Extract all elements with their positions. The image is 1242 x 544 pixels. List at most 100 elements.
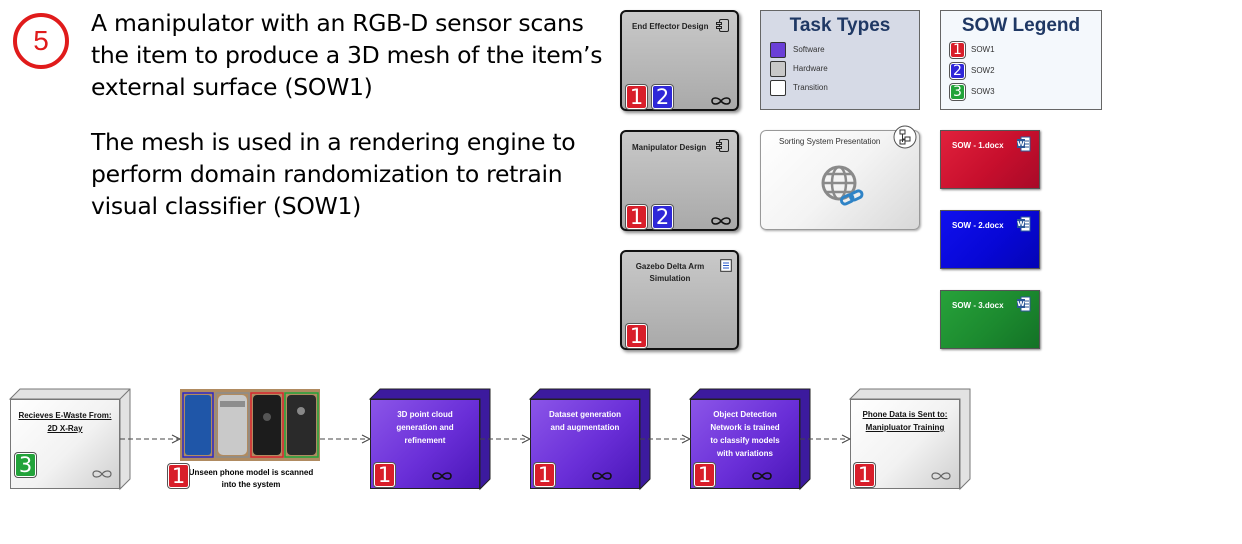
sow-badge-1: 1	[950, 41, 965, 58]
arrow-head	[841, 434, 852, 444]
sow-badge-1: 1	[626, 324, 647, 348]
svg-text:W: W	[1017, 140, 1025, 148]
arrow-head	[521, 434, 532, 444]
document-sow3[interactable]: SOW - 3.docx W	[940, 290, 1040, 349]
node-title-line: Object Detection	[713, 410, 777, 419]
sow-badge-2: 2	[652, 85, 673, 109]
link-infinity-icon	[592, 472, 612, 480]
component-manipulator-design[interactable]: Manipulator Design 1 2	[620, 130, 739, 231]
svg-text:W: W	[1017, 220, 1025, 228]
presentation-title: Sorting System Presentation	[779, 137, 881, 146]
component-gazebo-delta-arm-simulation[interactable]: Gazebo Delta Arm Simulation 1	[620, 250, 739, 350]
process-node-receive-ewaste[interactable]: Recieves E-Waste From: 2D X-Ray 3	[8, 388, 131, 491]
hardware-swatch	[770, 60, 786, 77]
paragraph2-line: visual classifier (SOW1)	[91, 192, 361, 220]
legend-label: SOW2	[971, 66, 995, 75]
image-caption: Unseen phone model is scanned into the s…	[186, 467, 316, 491]
document-label: SOW - 1.docx	[952, 141, 1004, 150]
legend-label: Transition	[793, 83, 828, 92]
node-title-line: 2D X-Ray	[47, 424, 83, 433]
component-icon	[716, 19, 729, 32]
sow-badge-1: 1	[694, 463, 715, 487]
sow-badge-1: 1	[626, 205, 647, 229]
node-title-line: with variations	[716, 449, 773, 458]
document-sow1[interactable]: SOW - 1.docx W	[940, 130, 1040, 189]
component-end-effector-design[interactable]: End Effector Design 1 2	[620, 10, 739, 111]
process-node-phone-scan[interactable]: Unseen phone model is scanned into the s…	[168, 389, 320, 492]
legend-row-software: Software	[770, 41, 825, 58]
node-title-line: Dataset generation	[548, 410, 622, 419]
component-icon	[716, 139, 729, 152]
component-title: End Effector Design	[632, 22, 709, 31]
software-swatch	[770, 41, 786, 58]
sow-badge-1: 1	[854, 463, 875, 487]
process-node-manipulator-training[interactable]: Phone Data is Sent to: Manipluator Traini…	[848, 388, 971, 491]
hierarchy-icon	[893, 125, 917, 149]
node-title-line: Manipluator Training	[865, 423, 945, 432]
step-number: 5	[33, 25, 49, 56]
sow-badge-1: 1	[374, 463, 395, 487]
legend-row-sow3: 3 SOW3	[950, 83, 995, 100]
sow-badge-1: 1	[168, 464, 189, 488]
arrow-head	[681, 434, 692, 444]
description-paragraph-2: The mesh is used in a rendering engine t…	[91, 126, 576, 222]
sow-badge-2: 2	[950, 62, 965, 79]
node-title-line: to classify models	[710, 436, 780, 445]
paragraph1-line: A manipulator with an RGB-D sensor scans	[91, 9, 584, 37]
caption-line: into the system	[221, 480, 281, 489]
document-label: SOW - 2.docx	[952, 221, 1004, 230]
document-sow2[interactable]: SOW - 2.docx W	[940, 210, 1040, 269]
word-doc-icon: W	[1017, 216, 1031, 232]
document-label: SOW - 3.docx	[952, 301, 1004, 310]
sow-badge-1: 1	[534, 463, 555, 487]
arrow-head	[361, 434, 372, 444]
legend-label: SOW1	[971, 45, 995, 54]
sow-badge-2: 2	[652, 205, 673, 229]
sow-badge-3: 3	[15, 453, 36, 477]
paragraph1-line: external surface (SOW1)	[91, 73, 373, 101]
legend-row-hardware: Hardware	[770, 60, 828, 77]
process-node-dataset-generation[interactable]: Dataset generation and augmentation 1	[528, 388, 651, 491]
step-number-circle: 5	[13, 13, 69, 69]
paragraph2-line: The mesh is used in a rendering engine t…	[91, 128, 576, 156]
link-infinity-icon	[711, 97, 731, 105]
node-title-line: Phone Data is Sent to:	[862, 410, 948, 419]
caption-line: Unseen phone model is scanned	[188, 468, 314, 477]
paragraph2-line: perform domain randomization to retrain	[91, 160, 563, 188]
node-title-line: Recieves E-Waste From:	[18, 411, 112, 420]
legend-row-sow2: 2 SOW2	[950, 62, 995, 79]
node-title: 3D point cloud generation and refinement	[378, 408, 472, 447]
sorting-system-presentation[interactable]: Sorting System Presentation	[760, 125, 920, 230]
component-title: Gazebo Delta Arm Simulation	[635, 262, 705, 283]
node-title: Phone Data is Sent to: Manipluator Traini…	[858, 408, 952, 434]
word-doc-icon: W	[1017, 296, 1031, 312]
transition-swatch	[770, 79, 786, 96]
node-title-line: generation and	[396, 423, 454, 432]
legend-row-sow1: 1 SOW1	[950, 41, 995, 58]
phones-photo	[180, 389, 320, 461]
sow-legend: SOW Legend 1 SOW1 2 SOW2 3 SOW3	[940, 10, 1102, 110]
sow-badge-1: 1	[626, 85, 647, 109]
node-title-line: refinement	[404, 436, 446, 445]
link-infinity-icon	[752, 472, 772, 480]
sow-badge-3: 3	[950, 83, 965, 100]
link-infinity-icon	[432, 472, 452, 480]
svg-text:W: W	[1017, 300, 1025, 308]
arrow-head	[171, 434, 182, 444]
link-infinity-icon	[931, 472, 951, 480]
node-title: Recieves E-Waste From: 2D X-Ray	[18, 409, 112, 435]
node-title-line: 3D point cloud	[397, 410, 453, 419]
link-infinity-icon	[92, 470, 112, 478]
process-node-point-cloud[interactable]: 3D point cloud generation and refinement 1	[368, 388, 491, 491]
legend-title: SOW Legend	[961, 15, 1081, 36]
legend-title: Task Types	[789, 15, 891, 36]
node-title-line: and augmentation	[550, 423, 620, 432]
word-doc-icon: W	[1017, 136, 1031, 152]
link-infinity-icon	[711, 217, 731, 225]
document-icon	[720, 259, 732, 272]
legend-label: SOW3	[971, 87, 995, 96]
paragraph1-line: the item to produce a 3D mesh of the ite…	[91, 41, 603, 69]
node-title-line: Network is trained	[710, 423, 780, 432]
